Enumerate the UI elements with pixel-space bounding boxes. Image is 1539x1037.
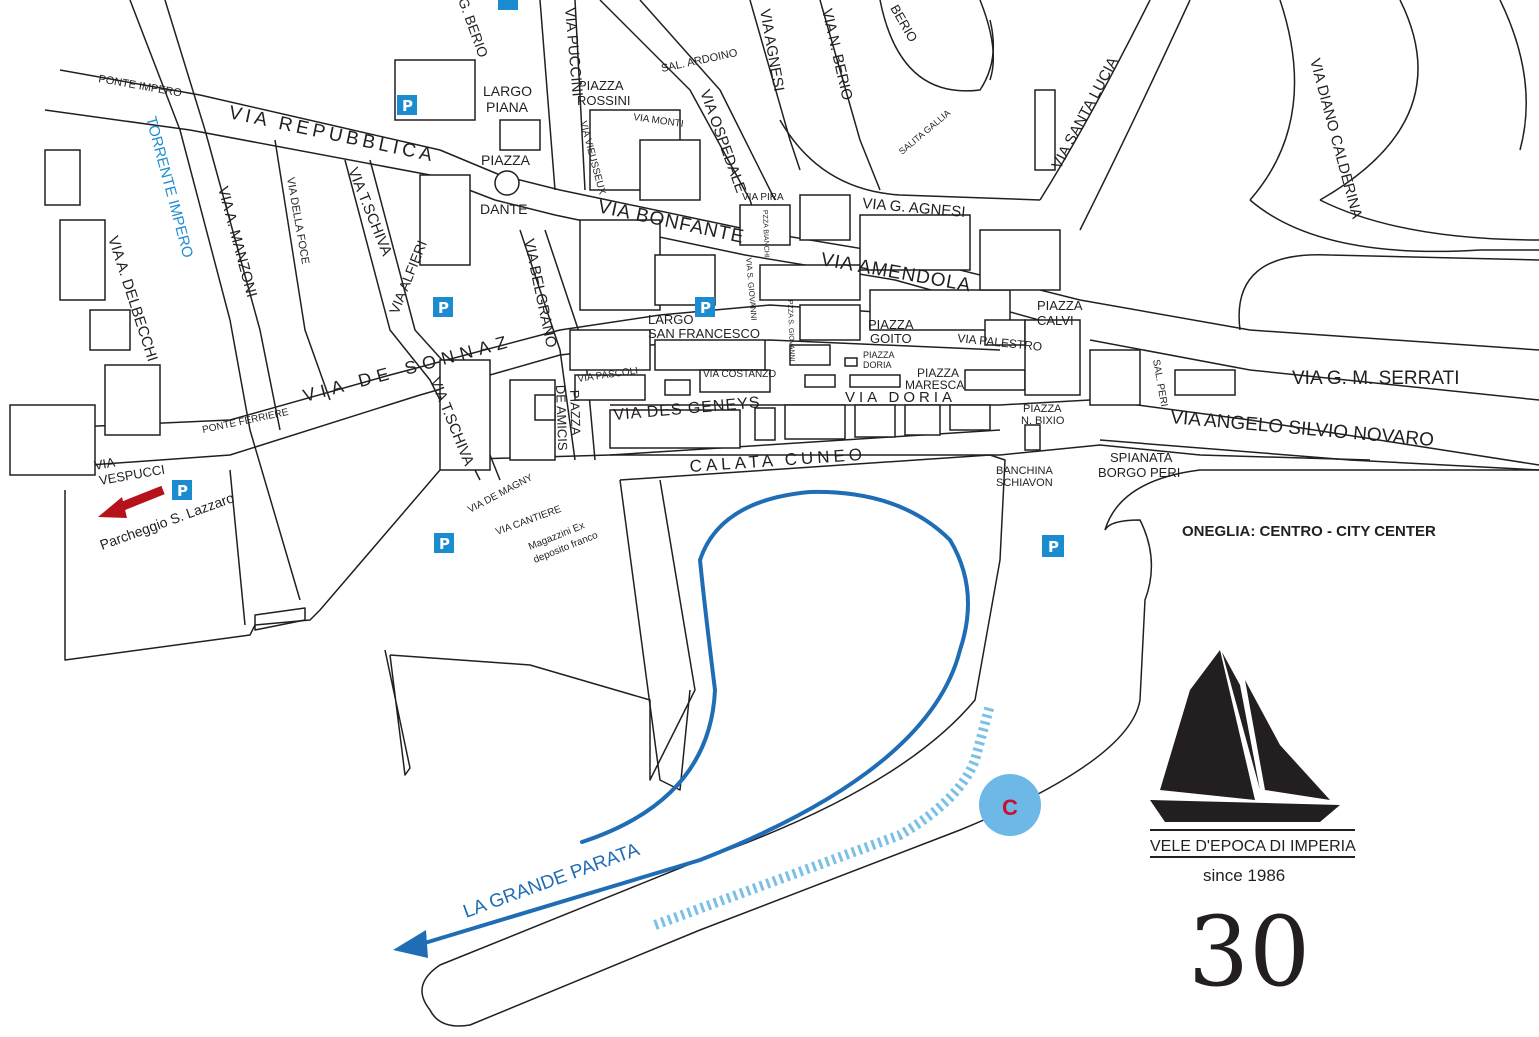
parking-icon-3: P [433, 297, 453, 317]
svg-text:LARGO: LARGO [483, 83, 532, 99]
svg-text:P: P [402, 97, 413, 115]
svg-text:VIA DORIA: VIA DORIA [845, 389, 956, 406]
dashed-route [653, 703, 995, 930]
svg-text:GOITO: GOITO [870, 331, 912, 346]
parking-label: Parcheggio S. Lazzaro [98, 489, 237, 553]
svg-text:P: P [1048, 538, 1059, 556]
svg-text:VIA ANGELO SILVIO NOVARO: VIA ANGELO SILVIO NOVARO [1170, 407, 1435, 451]
svg-text:PIAZZA: PIAZZA [578, 78, 624, 93]
svg-text:VIA S. GIOVANNI: VIA S. GIOVANNI [744, 257, 758, 321]
parking-icon-5: P [172, 480, 192, 500]
svg-text:C: C [1002, 795, 1018, 820]
parking-icon-2 [498, 0, 518, 10]
svg-text:VIA N. BERIO: VIA N. BERIO [818, 7, 856, 102]
svg-text:PZZA BIANCHI: PZZA BIANCHI [761, 210, 770, 258]
logo-since: since 1986 [1203, 866, 1285, 885]
svg-text:SAL. PERI: SAL. PERI [1150, 359, 1169, 408]
svg-text:PONTE IMPERO: PONTE IMPERO [97, 73, 183, 100]
svg-text:VIA DIANO CALDERINA: VIA DIANO CALDERINA [1306, 57, 1365, 221]
svg-text:DORIA: DORIA [863, 360, 892, 370]
parking-icons: P P P P P P [172, 0, 1064, 557]
svg-text:PIAZZA: PIAZZA [868, 317, 914, 332]
grande-parata-route [416, 489, 970, 947]
svg-text:DE AMICIS: DE AMICIS [553, 385, 570, 452]
svg-text:PIAZZA: PIAZZA [1037, 298, 1083, 313]
svg-text:VIA G. M. SERRATI: VIA G. M. SERRATI [1292, 368, 1460, 389]
svg-text:VIA: VIA [93, 454, 117, 472]
svg-text:PIAZZA: PIAZZA [1023, 403, 1062, 415]
marker-c[interactable]: C [979, 774, 1041, 836]
svg-text:MARESCA: MARESCA [905, 378, 964, 392]
svg-text:SAN FRANCESCO: SAN FRANCESCO [648, 326, 760, 341]
svg-text:PZZA S. GIOVANNI: PZZA S. GIOVANNI [786, 300, 795, 362]
svg-text:PIAZZA: PIAZZA [917, 366, 959, 380]
svg-text:SAL. ARDOINO: SAL. ARDOINO [660, 47, 739, 75]
sailboat-icon [1150, 650, 1340, 822]
city-blocks [9, 59, 1236, 476]
svg-text:BANCHINA: BANCHINA [996, 465, 1054, 477]
parking-icon-4: P [695, 297, 715, 317]
harbour-outline [64, 454, 1539, 1027]
parking-direction-arrow [98, 485, 165, 518]
svg-text:CALATA CUNEO: CALATA CUNEO [689, 445, 867, 476]
svg-text:VIA DE MAGNY: VIA DE MAGNY [466, 472, 535, 516]
svg-text:CALVI: CALVI [1037, 313, 1074, 328]
logo-name: VELE D'EPOCA DI IMPERIA [1150, 838, 1356, 855]
logo-anniversary: 30 [1188, 896, 1310, 1008]
svg-text:VIA SANTA LUCIA: VIA SANTA LUCIA [1049, 54, 1122, 171]
svg-text:VIA A. MANZONI: VIA A. MANZONI [214, 185, 260, 300]
district-title: ONEGLIA: CENTRO - CITY CENTER [1182, 523, 1436, 540]
parking-icon-7: P [1042, 535, 1064, 557]
svg-text:P: P [177, 482, 188, 500]
svg-text:LARGO: LARGO [648, 312, 694, 327]
svg-text:SPIANATA: SPIANATA [1110, 450, 1173, 465]
svg-text:VIA OSPEDALE: VIA OSPEDALE [696, 88, 749, 196]
river-label: TORRENTE IMPERO [142, 115, 196, 260]
svg-text:P: P [439, 535, 450, 553]
svg-text:VIA COSTANZO: VIA COSTANZO [703, 369, 776, 380]
svg-text:ROSSINI: ROSSINI [577, 93, 630, 108]
parking-icon-6: P [434, 533, 454, 553]
piazza-dante-circle [494, 170, 520, 196]
svg-text:BORGO PERI: BORGO PERI [1098, 465, 1180, 480]
grande-parata-label: LA GRANDE PARATA [461, 839, 643, 922]
parking-icon-1: P [397, 95, 417, 115]
svg-text:G. BERIO: G. BERIO [455, 0, 491, 60]
svg-text:VIA AGNESI: VIA AGNESI [756, 8, 787, 93]
svg-text:PIANA: PIANA [486, 99, 529, 115]
svg-text:PIAZZA: PIAZZA [481, 152, 531, 168]
vele-logo: VELE D'EPOCA DI IMPERIA since 1986 30 [1150, 650, 1356, 1008]
svg-text:N. BIXIO: N. BIXIO [1021, 415, 1065, 427]
svg-text:PONTE FERRIERE: PONTE FERRIERE [201, 407, 289, 436]
svg-text:PIAZZA: PIAZZA [567, 390, 584, 436]
svg-text:VIA PIRA: VIA PIRA [742, 192, 784, 203]
svg-text:SCHIAVON: SCHIAVON [996, 477, 1053, 489]
grande-parata-arrow [393, 930, 428, 958]
svg-text:SALITA GALLIA: SALITA GALLIA [897, 108, 952, 157]
svg-text:BERIO: BERIO [887, 2, 920, 45]
svg-text:P: P [700, 299, 711, 317]
svg-text:DANTE: DANTE [480, 201, 527, 217]
svg-text:P: P [438, 299, 449, 317]
svg-text:VIA T.SCHIVA: VIA T.SCHIVA [344, 165, 395, 258]
svg-text:PIAZZA: PIAZZA [863, 350, 895, 360]
